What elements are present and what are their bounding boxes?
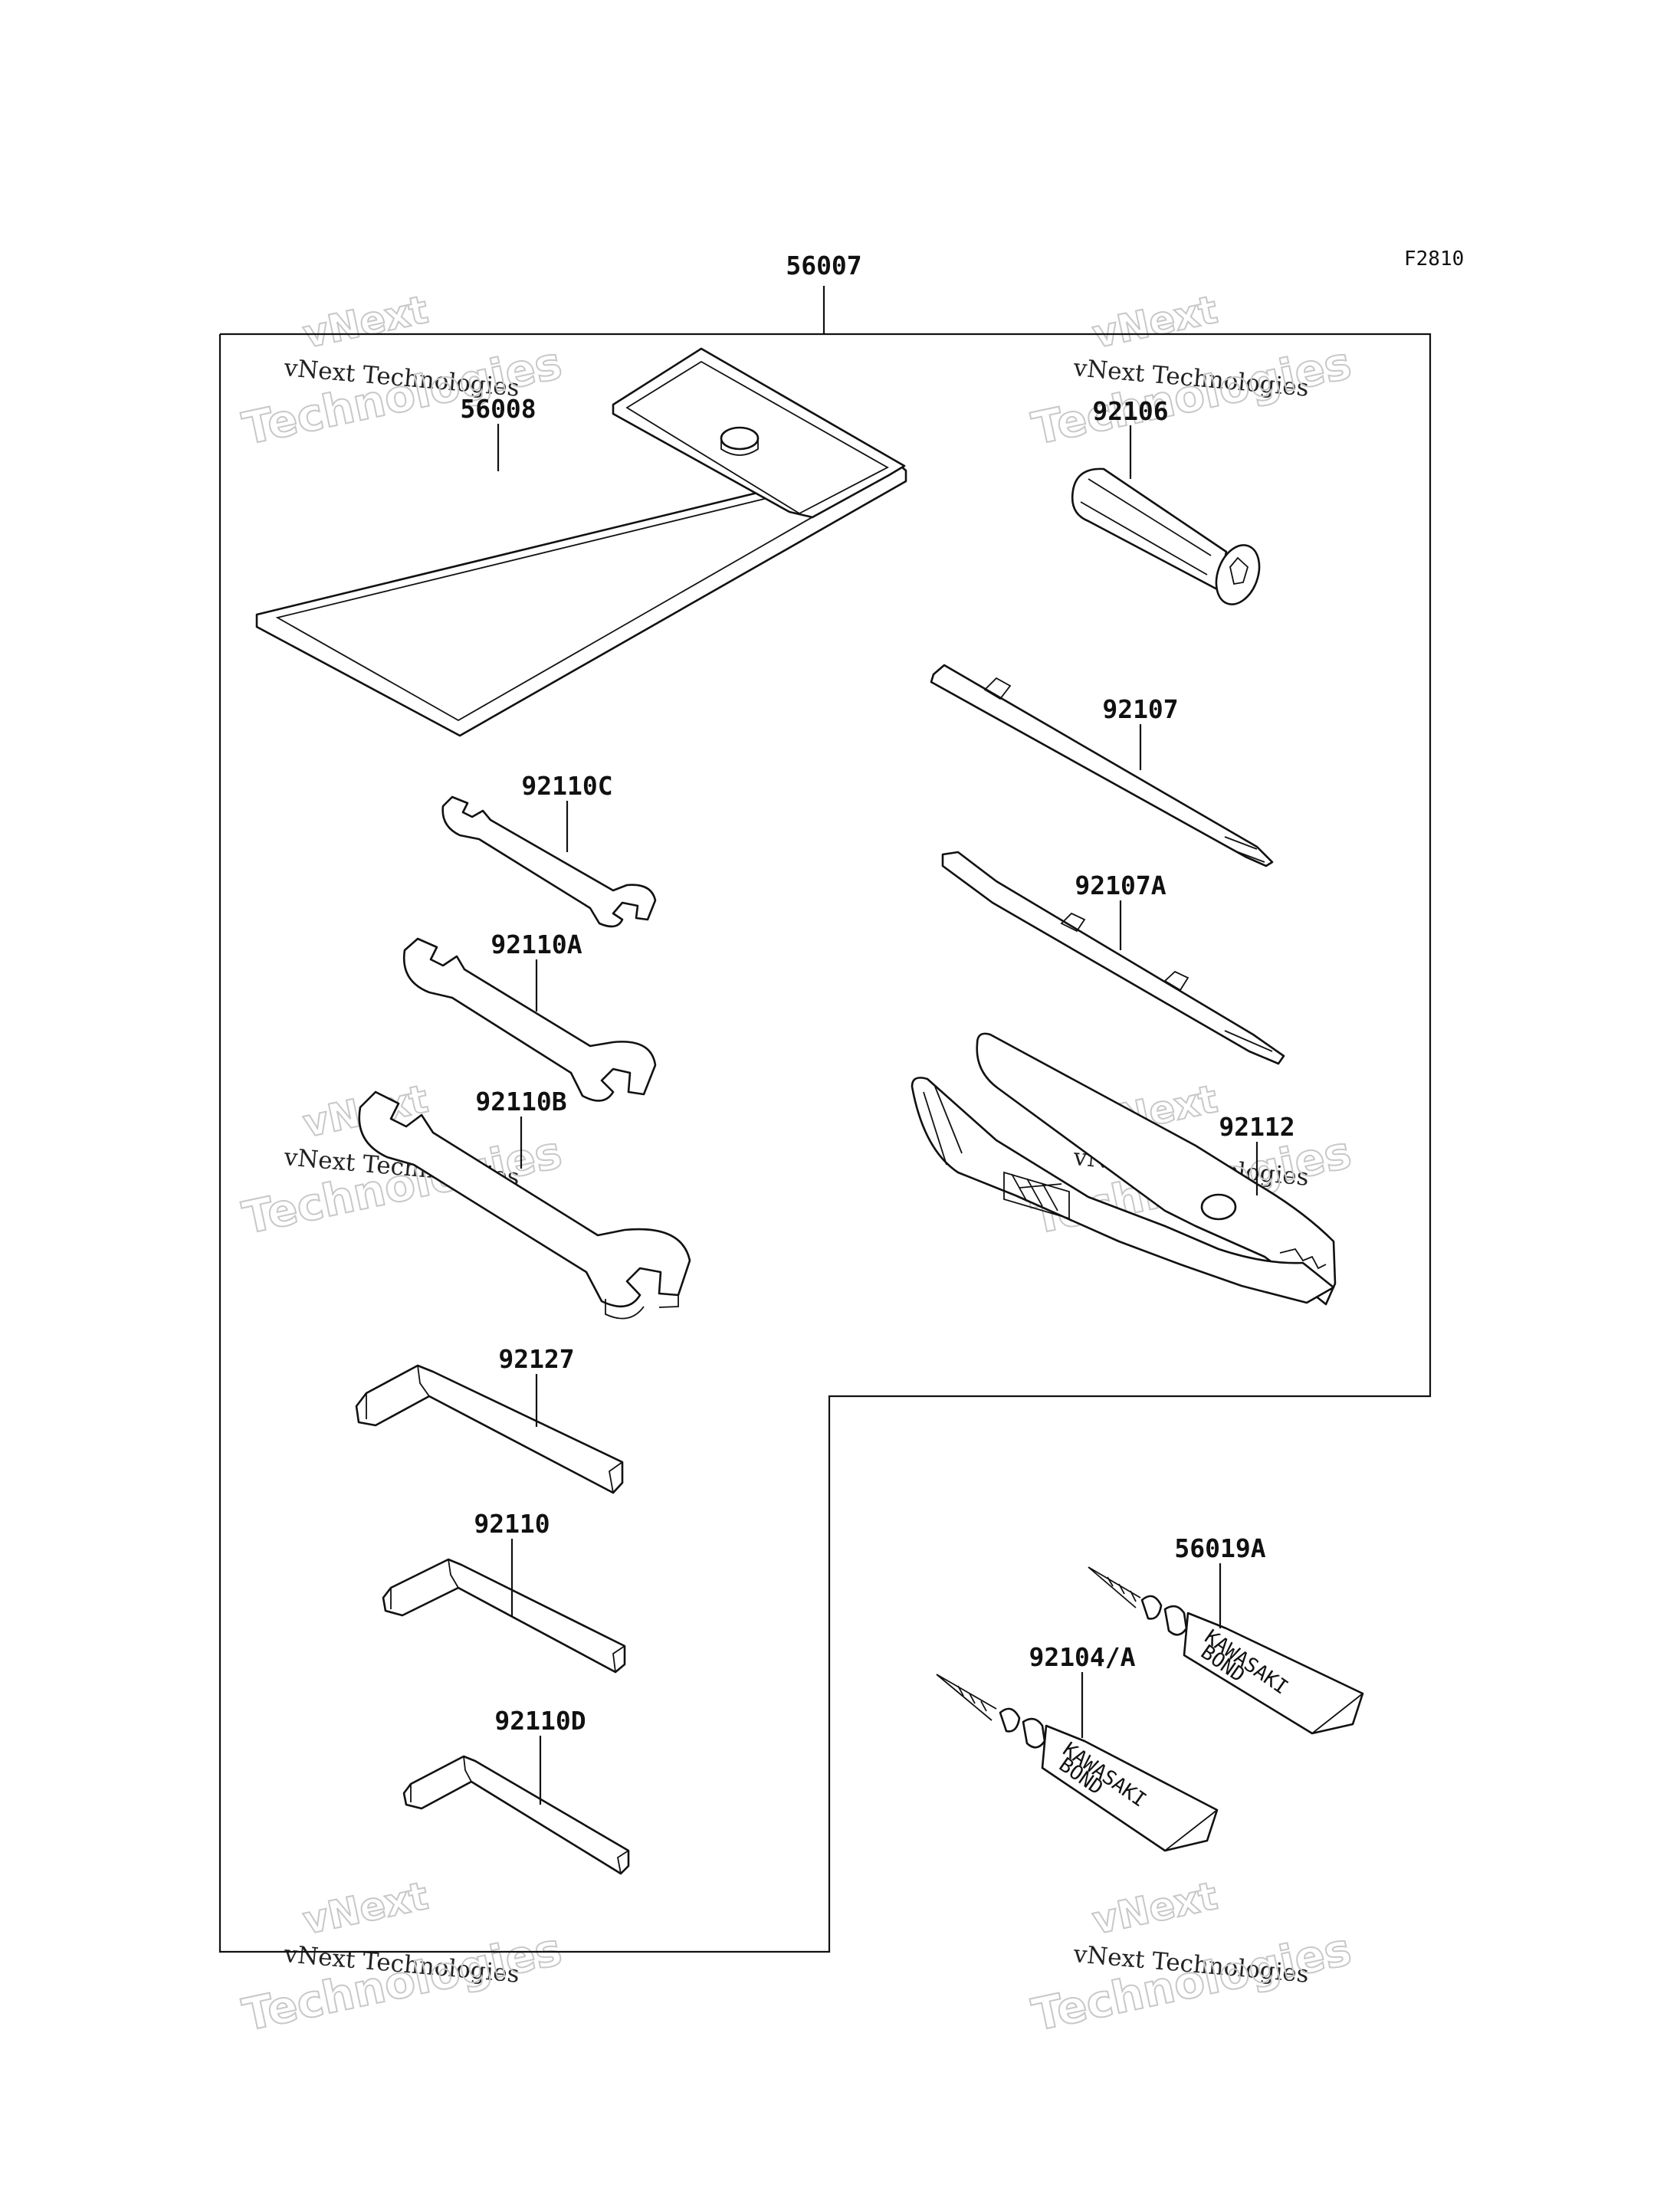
assembly-outline (218, 333, 1432, 1953)
figure-code: F2810 (1404, 248, 1464, 271)
part-label-92110D: 92110D (494, 1706, 586, 1736)
part-label-92110C: 92110C (521, 771, 612, 801)
part-label-92104A: 92104/A (1029, 1642, 1135, 1672)
wrench-medium (402, 937, 657, 1102)
bond-tube-92104A: KAWASAKI BOND (936, 1674, 1219, 1852)
part-label-56008: 56008 (460, 394, 536, 424)
wrench-small (441, 795, 657, 928)
tool-pouch (255, 347, 907, 737)
hex-key-large (355, 1364, 624, 1494)
watermark: vNext vNext Technologies Technologies (238, 1873, 567, 2042)
watermark: vNext vNext Technologies Technologies (1027, 1873, 1357, 2042)
pliers (911, 1032, 1337, 1306)
part-label-92107A: 92107A (1075, 871, 1166, 900)
part-label-92107: 92107 (1102, 694, 1178, 724)
part-label-92110B: 92110B (475, 1087, 566, 1117)
part-label-92106: 92106 (1092, 396, 1168, 426)
part-label-92110A: 92110A (491, 930, 582, 959)
watermark: vNext vNext Technologies Technologies (238, 287, 567, 456)
watermark: vNext vNext Technologies Technologies (1027, 287, 1357, 456)
watermark-line1: vNext (299, 287, 431, 357)
screwdriver-phillips (930, 664, 1274, 867)
bond-tube-56019A: KAWASAKI BOND (1088, 1566, 1364, 1735)
part-label-92110: 92110 (474, 1509, 550, 1539)
watermark-line1: vNext (1088, 1874, 1221, 1943)
assembly-label: 56007 (786, 251, 861, 280)
part-label-92112: 92112 (1219, 1112, 1294, 1142)
part-label-92127: 92127 (498, 1344, 574, 1374)
socket-handle (1071, 467, 1261, 605)
watermark-line1: vNext (299, 1874, 431, 1943)
watermark-line1: vNext (1088, 287, 1221, 357)
part-label-56019A: 56019A (1174, 1533, 1265, 1563)
hex-key-medium (382, 1558, 626, 1674)
screwdriver-flat (941, 851, 1285, 1065)
wrench-large (358, 1090, 691, 1320)
hex-key-small (402, 1755, 630, 1875)
